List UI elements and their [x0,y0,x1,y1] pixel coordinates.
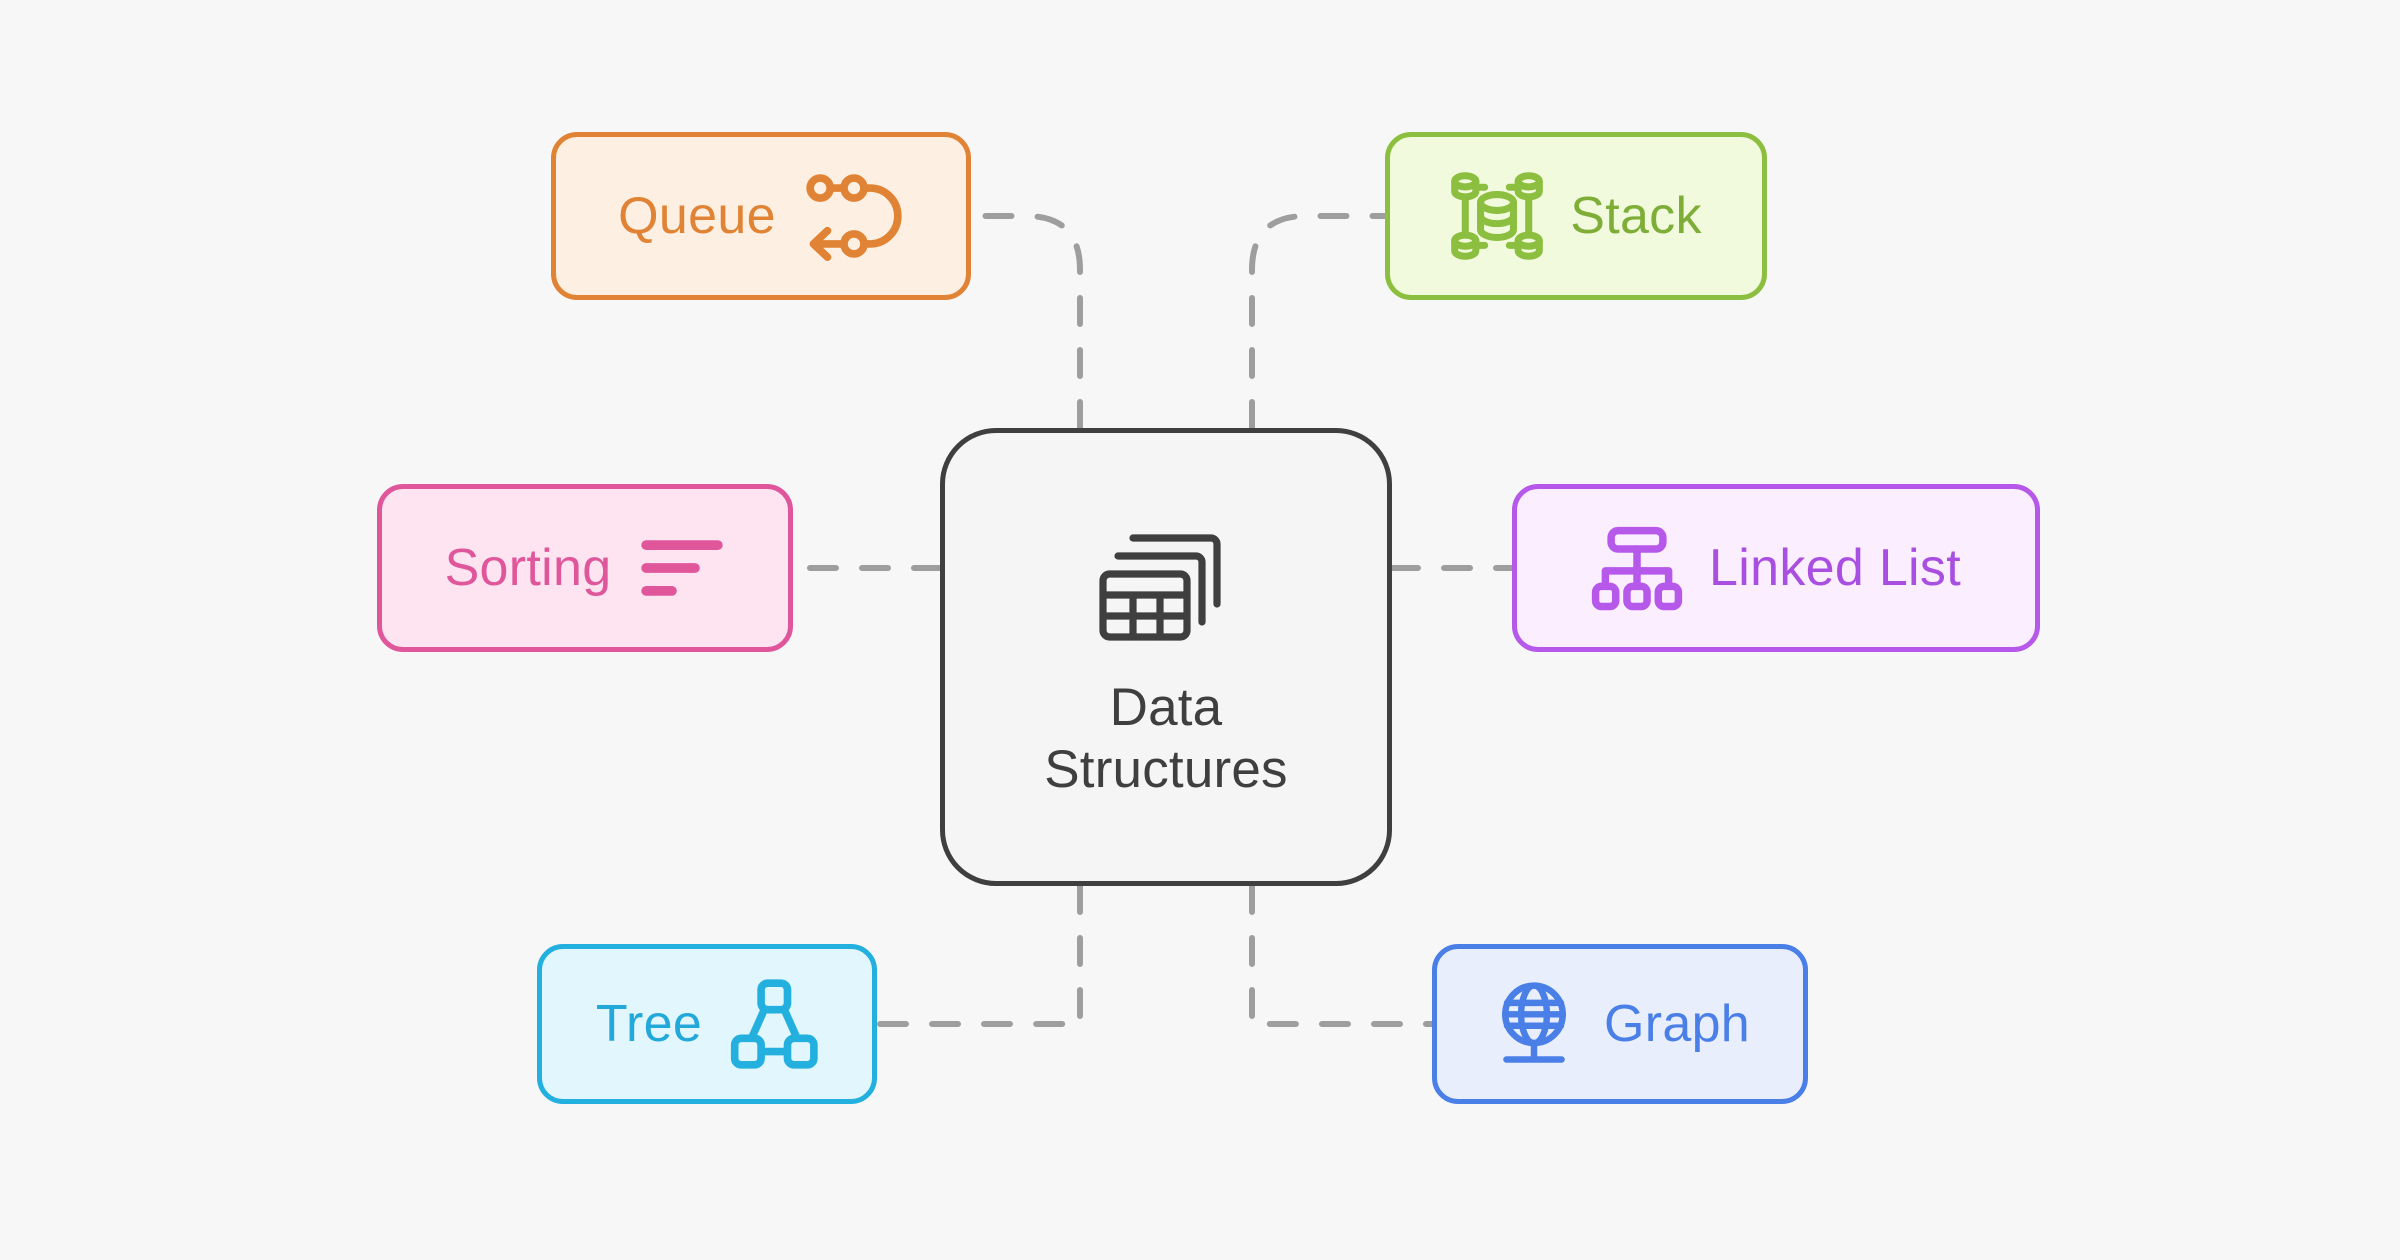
branch-label-stack: Stack [1570,187,1702,245]
branch-label-queue: Queue [618,187,776,245]
edge-center-graph [1249,883,1435,1028]
branch-label-linked-list: Linked List [1709,539,1961,597]
globe-stand-icon [1490,978,1578,1070]
center-label-line2: Structures [1044,739,1288,799]
node-triangle-icon [730,978,818,1070]
sort-bars-icon [639,533,725,603]
hierarchy-tree-icon [1591,522,1683,614]
table-stack-icon [1091,514,1241,651]
branch-label-graph: Graph [1603,995,1751,1053]
branch-label-sorting: Sorting [444,539,612,597]
center-node-label: Data Structures [1044,677,1288,800]
branch-node-graph[interactable]: Graph [1432,944,1808,1104]
branch-node-linked-list[interactable]: Linked List [1512,484,2040,652]
branch-node-tree[interactable]: Tree [537,944,877,1104]
branch-label-tree: Tree [595,995,703,1053]
stack-database-icon [1450,169,1544,263]
branch-node-sorting[interactable]: Sorting [377,484,793,652]
center-node[interactable]: Data Structures [940,428,1392,886]
edge-center-tree [874,883,1083,1028]
center-label-line1: Data [1109,678,1223,738]
edge-center-queue [968,213,1083,431]
branch-node-queue[interactable]: Queue [551,132,971,300]
branch-node-stack[interactable]: Stack [1385,132,1767,300]
queue-loop-icon [804,170,904,262]
edge-center-stack [1249,213,1388,431]
